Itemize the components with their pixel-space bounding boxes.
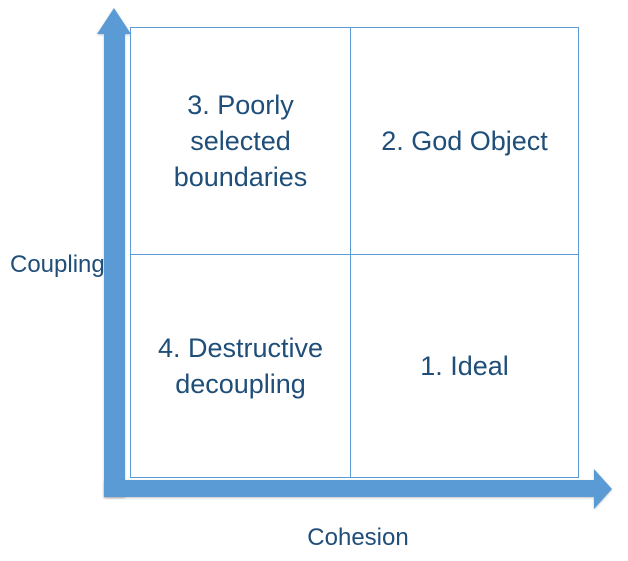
x-axis-shaft xyxy=(104,480,594,497)
quadrant-poorly-selected-boundaries: 3. Poorly selected boundaries xyxy=(131,28,351,255)
quadrant-label: 4. Destructive decoupling xyxy=(157,333,324,399)
x-axis-arrow xyxy=(104,469,612,509)
quadrant-ideal: 1. Ideal xyxy=(351,255,578,477)
quadrant-destructive-decoupling: 4. Destructive decoupling xyxy=(131,255,351,477)
arrow-right-icon xyxy=(594,469,612,509)
quadrant-label: 3. Poorly selected boundaries xyxy=(173,90,308,192)
quadrant-label: 2. God Object xyxy=(381,126,548,156)
x-axis-label: Cohesion xyxy=(307,524,409,551)
y-axis-shaft xyxy=(104,32,125,497)
quadrant-god-object: 2. God Object xyxy=(351,28,578,255)
arrow-up-icon xyxy=(97,8,131,34)
quadrant-grid: 3. Poorly selected boundaries 2. God Obj… xyxy=(130,27,579,478)
quadrant-label: 1. Ideal xyxy=(420,351,509,381)
y-axis-arrow xyxy=(97,8,131,497)
y-axis-label: Coupling xyxy=(10,251,105,278)
